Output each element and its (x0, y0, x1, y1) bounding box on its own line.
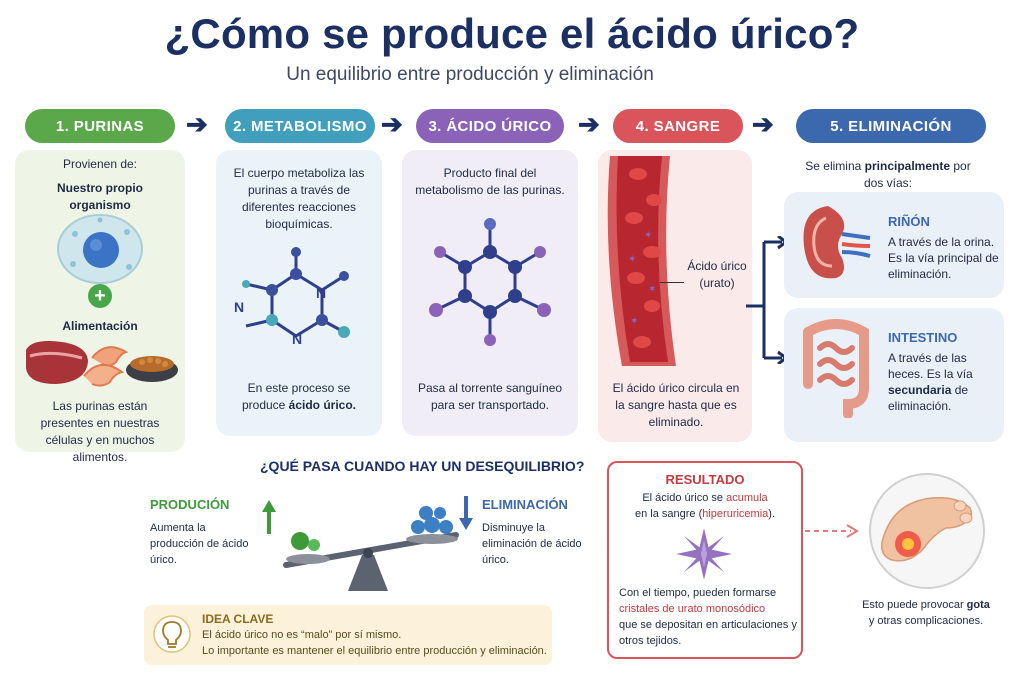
purine-molecule-icon: N N N (234, 247, 350, 347)
rinon-title: RIÑÓN (888, 214, 930, 229)
intestino-text: A través de las heces. Es la vía secunda… (888, 351, 973, 413)
metabolismo-bottom-text: En este proceso se produce ácido úrico. (241, 381, 357, 412)
eliminacion-deseq-text: Disminuye la eliminación de ácido úrico. (482, 522, 582, 566)
plus-icon: + (88, 284, 112, 308)
arrow-right-icon: ➔ (752, 109, 774, 139)
step-purinas: 1. PURINAS (25, 109, 175, 143)
idea-clave-line1: El ácido úrico no es “malo” por sí mismo… (202, 629, 402, 641)
eliminacion-deseq-title: ELIMINACIÓN (482, 497, 568, 512)
branch-arrows-icon (746, 236, 788, 364)
cell-icon (57, 214, 143, 284)
crystals-icon (676, 528, 732, 580)
urate-label: Ácido úrico (urato) (687, 259, 747, 290)
nitrogen-label: N (292, 331, 302, 347)
produccion-title: PRODUCIÓN (150, 497, 230, 512)
produccion-text: Aumenta la producción de ácido úrico. (150, 522, 249, 566)
nitrogen-label: N (316, 285, 326, 301)
food-icon (26, 341, 178, 387)
acido-urico-card (402, 150, 578, 436)
metabolismo-card (216, 150, 382, 436)
dashed-arrow-icon (805, 524, 859, 538)
svg-text:✶: ✶ (630, 316, 638, 327)
purinas-source-alimentacion: Alimentación (62, 319, 138, 333)
idea-clave-line2: Lo importante es mantener el equilibrio … (202, 645, 547, 657)
intestino-title: INTESTINO (888, 330, 958, 345)
purinas-footer: Las purinas están presentes en nuestras … (40, 399, 160, 464)
urate-pointer-line (660, 282, 684, 283)
page-title: ¿Cómo se produce el ácido úrico? (164, 10, 860, 57)
step-eliminacion: 5. ELIMINACIÓN (796, 109, 986, 143)
acido-urico-bottom-text: Pasa al torrente sanguíneo para ser tran… (417, 381, 563, 412)
arrow-right-icon: ➔ (186, 109, 208, 139)
purinas-intro: Provienen de: (62, 157, 138, 171)
page-subtitle: Un equilibrio entre producción y elimina… (286, 64, 654, 85)
arrow-down-icon (459, 496, 473, 530)
lightbulb-icon (153, 615, 191, 653)
idea-clave-box (144, 605, 552, 665)
intestine-icon (803, 319, 869, 418)
arrow-right-icon: ➔ (381, 109, 403, 139)
svg-text:✶: ✶ (644, 230, 652, 241)
foot-gout-icon (869, 473, 985, 589)
step-acido-urico: 3. ÁCIDO ÚRICO (416, 109, 564, 143)
resultado-title: RESULTADO (665, 472, 745, 487)
gota-text: Esto puede provocar gota y otras complic… (862, 599, 990, 627)
nitrogen-label: N (234, 299, 244, 315)
step-metabolismo: 2. METABOLISMO (225, 109, 375, 143)
idea-clave-title: IDEA CLAVE (202, 612, 274, 626)
svg-text:✶: ✶ (648, 284, 656, 295)
desequilibrio-heading: ¿QUÉ PASA CUANDO HAY UN DESEQUILIBRIO? (260, 458, 585, 474)
sangre-bottom-text: El ácido úrico circula en la sangre hast… (612, 381, 740, 429)
purinas-source-organismo: Nuestro propio organismo (57, 181, 143, 212)
arrow-right-icon: ➔ (578, 109, 600, 139)
blood-vessel-icon: ✶ ✶ ✶ ✶ (607, 156, 676, 366)
rinon-text: A través de la orina. Es la vía principa… (888, 235, 999, 281)
svg-text:✶: ✶ (628, 254, 636, 265)
arrow-up-icon (262, 500, 276, 534)
balance-scale-icon (283, 506, 459, 591)
resultado-line2: en la sangre (hiperuricemia). (634, 508, 776, 520)
acido-urico-top-text: Producto final del metabolismo de las pu… (415, 166, 565, 197)
eliminacion-intro: Se elimina principalmente por dos vías: (805, 159, 971, 190)
step-sangre: 4. SANGRE (613, 109, 743, 143)
uric-acid-molecule-icon (429, 218, 551, 346)
resultado-line1: El ácido úrico se acumula (642, 492, 768, 504)
kidney-icon (803, 206, 871, 279)
metabolismo-top-text: El cuerpo metaboliza las purinas a travé… (233, 166, 365, 231)
